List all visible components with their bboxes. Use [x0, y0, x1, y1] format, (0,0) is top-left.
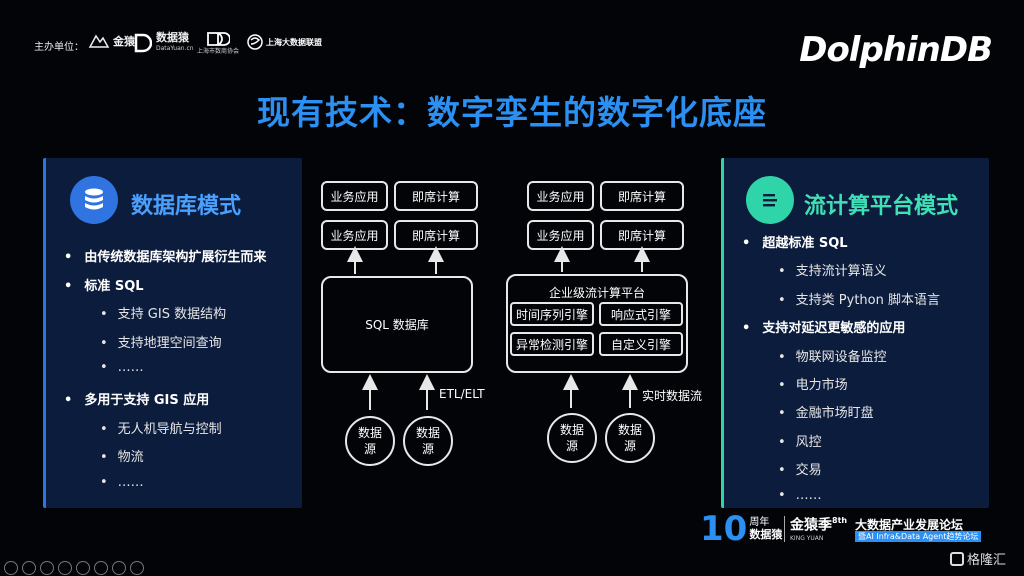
bullet-dot: •	[100, 335, 108, 351]
etl-label: ETL/ELT	[439, 387, 485, 401]
alliance-logo-icon	[247, 34, 263, 50]
diagram-arrows	[347, 246, 650, 410]
list-item: •无人机导航与控制	[100, 421, 222, 437]
zoom-icon[interactable]	[76, 561, 90, 575]
list-item: •……	[100, 474, 144, 490]
list-item: •物流	[100, 450, 144, 466]
bullet-dot: •	[100, 360, 108, 376]
list-item: •支持 GIS 数据结构	[100, 307, 227, 323]
bullet-dot: •	[778, 463, 786, 479]
more-icon[interactable]	[94, 561, 108, 575]
footer-divider	[784, 516, 785, 542]
menu-lines-icon	[746, 176, 794, 224]
datayuan-logo-icon	[134, 33, 152, 53]
list-item: •支持流计算语义	[778, 264, 887, 280]
timeseries-engine-box: 时间序列引擎	[510, 302, 594, 326]
stream-platform-label: 企业级流计算平台	[548, 286, 645, 300]
reactive-engine-box: 响应式引擎	[599, 302, 683, 326]
stream-platform-title: 流计算平台模式	[804, 194, 959, 219]
sql-database-box: SQL 数据库	[321, 276, 473, 373]
bullet-dot: •	[778, 378, 786, 393]
database-mode-panel: 数据库模式 •由传统数据库架构扩展衍生而来 •标准 SQL •支持 GIS 数据结构…	[43, 158, 302, 508]
list-item: •支持对延迟更敏感的应用	[742, 321, 906, 337]
logo-bigdata-alliance: 上海大数据联盟	[247, 34, 322, 50]
bullet-dot: •	[778, 292, 786, 308]
forum-title: 大数据产业发展论坛	[855, 518, 964, 532]
bullet-dot: •	[100, 307, 108, 323]
list-item: •超越标准 SQL	[742, 236, 848, 251]
bullet-dot: •	[64, 278, 73, 294]
bullet-dot: •	[100, 474, 108, 490]
season-logo: 金猿季8th KING YUAN	[790, 516, 848, 543]
menu-icon[interactable]	[40, 561, 54, 575]
business-app-box: 业务应用	[321, 181, 388, 211]
data-source-circle: 数据源	[547, 413, 597, 463]
list-item: •电力市场	[778, 378, 848, 393]
bullet-dot: •	[742, 236, 751, 251]
list-item: •支持类 Python 脚本语言	[778, 292, 940, 308]
pen-icon[interactable]	[58, 561, 72, 575]
data-source-circle: 数据源	[605, 413, 655, 463]
options-icon[interactable]	[130, 561, 144, 575]
jinyuan-logo-icon	[88, 34, 110, 48]
shushang-logo-icon	[207, 32, 230, 46]
laser-icon[interactable]	[112, 561, 126, 575]
ten-icon: 10	[700, 509, 748, 549]
watermark-logo-icon	[950, 551, 964, 566]
bullet-dot: •	[778, 406, 786, 422]
list-item: •多用于支持 GIS 应用	[64, 393, 210, 408]
sponsor-label: 主办单位：	[34, 42, 84, 53]
database-mode-title: 数据库模式	[131, 194, 242, 219]
bullet-dot: •	[778, 349, 786, 365]
next-slide-icon[interactable]	[22, 561, 36, 575]
data-source-circle: 数据源	[403, 416, 453, 466]
custom-engine-box: 自定义引擎	[599, 332, 683, 356]
database-icon	[70, 176, 118, 224]
bullet-dot: •	[100, 421, 108, 437]
list-item: •金融市场盯盘	[778, 406, 874, 422]
bullet-dot: •	[100, 450, 108, 466]
bullet-dot: •	[64, 393, 73, 408]
list-item: •交易	[778, 463, 822, 479]
anomaly-engine-box: 异常检测引擎	[510, 332, 594, 356]
presentation-controls	[4, 561, 144, 575]
list-item: •……	[100, 360, 144, 376]
list-item: •风控	[778, 434, 822, 450]
watermark: 格隆汇	[950, 549, 1006, 568]
bullet-dot: •	[64, 250, 73, 265]
business-app-box: 业务应用	[527, 181, 594, 211]
adhoc-compute-box: 即席计算	[600, 181, 684, 211]
list-item: •标准 SQL	[64, 278, 144, 294]
adhoc-compute-box: 即席计算	[394, 181, 478, 211]
anniversary-logo: 10 周年 数据猿	[700, 509, 783, 549]
stream-platform-panel: 流计算平台模式 •超越标准 SQL •支持流计算语义 •支持类 Python 脚本语…	[721, 158, 989, 508]
list-item: •支持地理空间查询	[100, 335, 222, 351]
logo-shushang: 上海市数商协会	[197, 32, 239, 55]
data-source-circle: 数据源	[345, 416, 395, 466]
list-item: •物联网设备监控	[778, 349, 887, 365]
logo-jinyuan: 金猿	[88, 33, 135, 49]
slide-title: 现有技术：数字孪生的数字化底座	[257, 93, 767, 132]
logo-datayuan: 数据猿 DataYuan.cn	[134, 32, 194, 54]
list-item: •……	[778, 487, 822, 503]
realtime-stream-label: 实时数据流	[642, 389, 703, 403]
bullet-dot: •	[778, 434, 786, 450]
bullet-dot: •	[778, 487, 786, 503]
forum-subtitle: 暨AI Infra&Data Agent趋势论坛	[855, 531, 982, 542]
bullet-dot: •	[778, 264, 786, 280]
stream-platform-box: 企业级流计算平台	[506, 274, 688, 373]
prev-slide-icon[interactable]	[4, 561, 18, 575]
dolphindb-logo: DolphinDB	[799, 30, 993, 70]
list-item: •由传统数据库架构扩展衍生而来	[64, 250, 267, 265]
bullet-dot: •	[742, 321, 751, 337]
